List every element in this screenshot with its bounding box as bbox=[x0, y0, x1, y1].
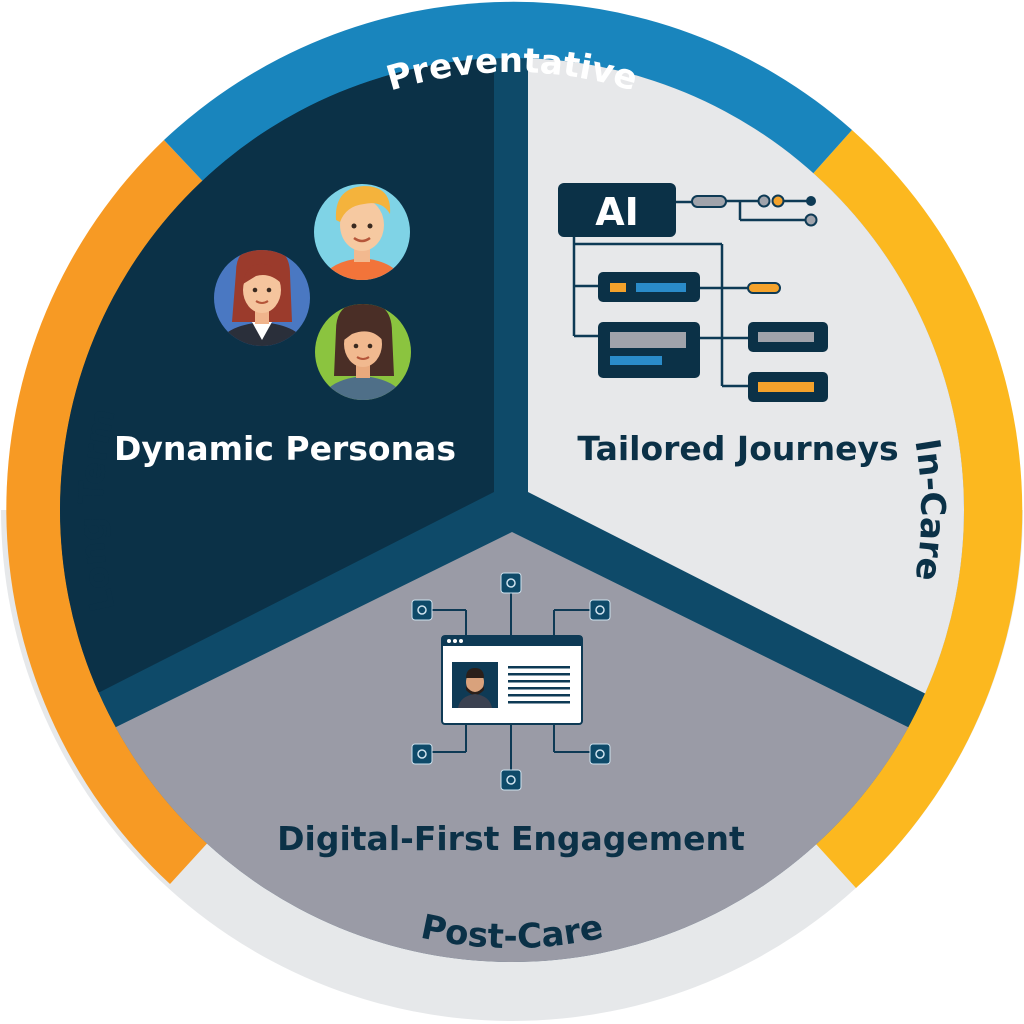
segment-title-journeys: Tailored Journeys bbox=[577, 429, 898, 468]
engagement-illustration bbox=[411, 572, 611, 791]
journeys-illustration: AI bbox=[558, 183, 828, 402]
segment-title-engagement: Digital-First Engagement bbox=[277, 819, 745, 858]
ring-label-in-care: In-Care bbox=[906, 436, 952, 584]
segment-title-personas: Dynamic Personas bbox=[114, 429, 456, 468]
ai-badge bbox=[558, 183, 676, 237]
avatar-woman-suit-icon bbox=[214, 250, 310, 346]
avatar-man-icon bbox=[314, 184, 410, 280]
ai-badge-label: AI bbox=[595, 190, 639, 234]
